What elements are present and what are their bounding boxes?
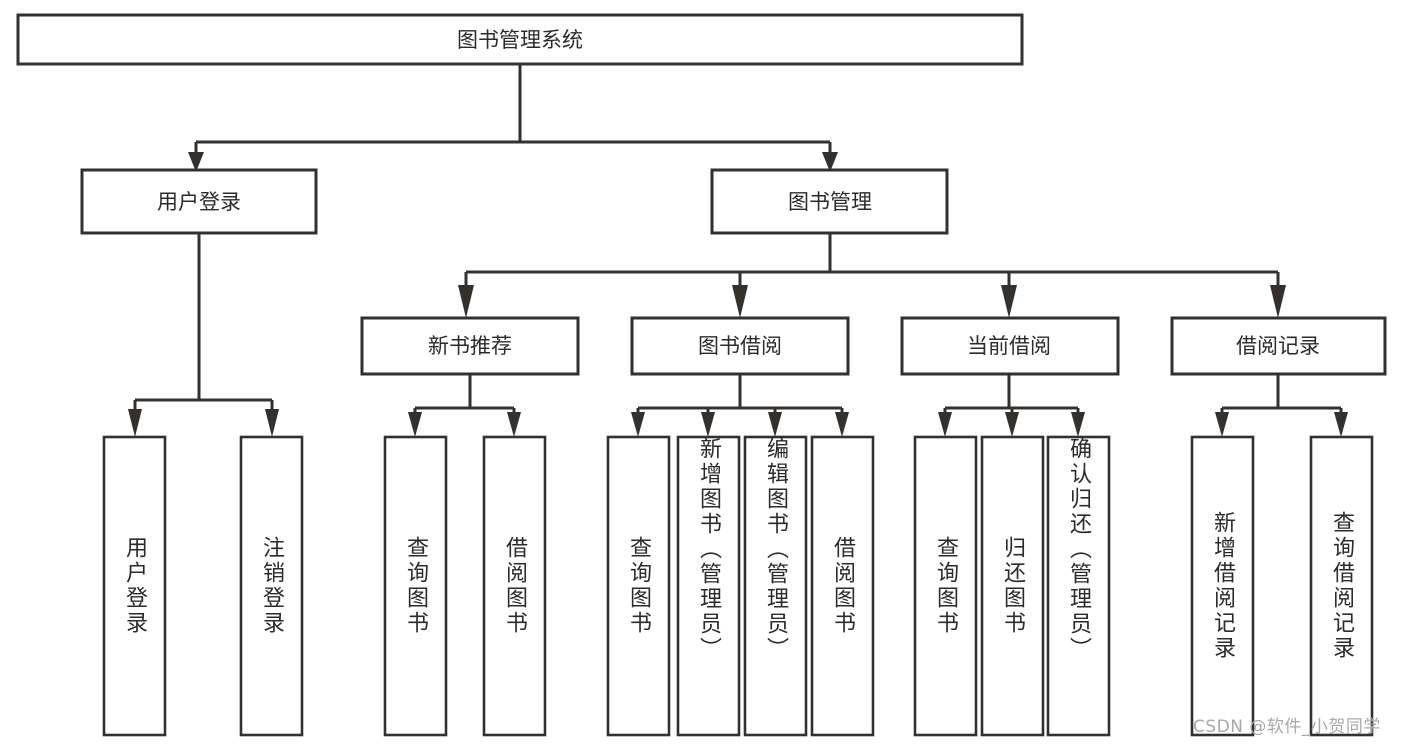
node-new-book-recommend-label: 新书推荐 xyxy=(428,334,512,358)
node-book-manage-label: 图书管理 xyxy=(788,190,872,214)
arrow-to-leaf-record-add xyxy=(1215,412,1229,437)
node-book-manage-box[interactable] xyxy=(710,168,949,235)
leaf-box-borrow-query-book[interactable] xyxy=(606,435,671,737)
leaf-box-current-confirm-return[interactable] xyxy=(1046,435,1111,737)
node-borrow-record[interactable]: 借阅记录 xyxy=(1170,316,1387,376)
node-book-borrow-box[interactable] xyxy=(630,316,850,376)
node-root-box[interactable] xyxy=(16,13,1024,66)
node-root[interactable]: 图书管理系统 xyxy=(16,13,1024,66)
csdn-watermark: CSDN @软件_小贺同学 xyxy=(1193,717,1381,737)
leaf-box-borrow-add-book[interactable] xyxy=(676,435,741,737)
node-user-login[interactable]: 用户登录 xyxy=(80,168,318,235)
node-borrow-record-label: 借阅记录 xyxy=(1236,334,1320,358)
arrow-to-leaf-current-return xyxy=(1005,412,1019,437)
node-current-borrow[interactable]: 当前借阅 xyxy=(900,316,1120,376)
arrow-to-current-borrow xyxy=(1001,285,1017,318)
arrow-to-book-borrow xyxy=(732,285,748,318)
node-user-login-label: 用户登录 xyxy=(157,190,241,214)
node-new-book-recommend-box[interactable] xyxy=(360,316,580,376)
leaf-box-borrow-edit-book[interactable] xyxy=(743,435,808,737)
arrow-to-leaf-user-logout xyxy=(265,409,279,437)
arrow-to-borrow-record xyxy=(1270,285,1286,318)
arrow-to-leaf-current-query xyxy=(938,412,952,437)
node-new-book-recommend[interactable]: 新书推荐 xyxy=(360,316,580,376)
node-borrow-record-box[interactable] xyxy=(1170,316,1387,376)
node-current-borrow-label: 当前借阅 xyxy=(967,334,1051,358)
arrow-to-leaf-borrow-do xyxy=(835,412,849,437)
arrow-to-new-book-rec xyxy=(458,285,474,318)
leaf-box-record-add[interactable] xyxy=(1190,435,1255,737)
leaf-box-user-logout[interactable] xyxy=(239,435,304,737)
arrow-to-leaf-borrow-query xyxy=(631,412,645,437)
connector-layer xyxy=(128,64,1348,437)
leaf-box-current-return-book[interactable] xyxy=(980,435,1045,737)
arrow-to-leaf-borrow-edit xyxy=(768,412,782,437)
arrow-to-leaf-current-confirm xyxy=(1071,412,1085,437)
arrow-to-leaf-borrow-add xyxy=(701,412,715,437)
arrow-to-leaf-rec-query xyxy=(408,412,422,437)
leaf-box-user-login[interactable] xyxy=(102,435,167,737)
node-book-borrow-label: 图书借阅 xyxy=(698,334,782,358)
arrow-to-book-manage xyxy=(822,152,838,172)
leaf-box-record-query[interactable] xyxy=(1309,435,1374,737)
leaf-box-layer xyxy=(102,435,1374,737)
node-current-borrow-box[interactable] xyxy=(900,316,1120,376)
arrow-to-user-login xyxy=(188,152,204,172)
node-book-borrow[interactable]: 图书借阅 xyxy=(630,316,850,376)
arrow-to-leaf-rec-borrow xyxy=(507,412,521,437)
leaf-box-borrow-do-borrow[interactable] xyxy=(810,435,875,737)
leaf-box-rec-query-book[interactable] xyxy=(383,435,448,737)
node-user-login-box[interactable] xyxy=(80,168,318,235)
arrow-to-leaf-user-login xyxy=(128,409,142,437)
leaf-box-current-query-book[interactable] xyxy=(913,435,978,737)
leaf-box-rec-borrow-book[interactable] xyxy=(482,435,547,737)
node-book-manage[interactable]: 图书管理 xyxy=(710,168,949,235)
arrow-to-leaf-record-query xyxy=(1334,412,1348,437)
node-root-label: 图书管理系统 xyxy=(457,28,583,52)
